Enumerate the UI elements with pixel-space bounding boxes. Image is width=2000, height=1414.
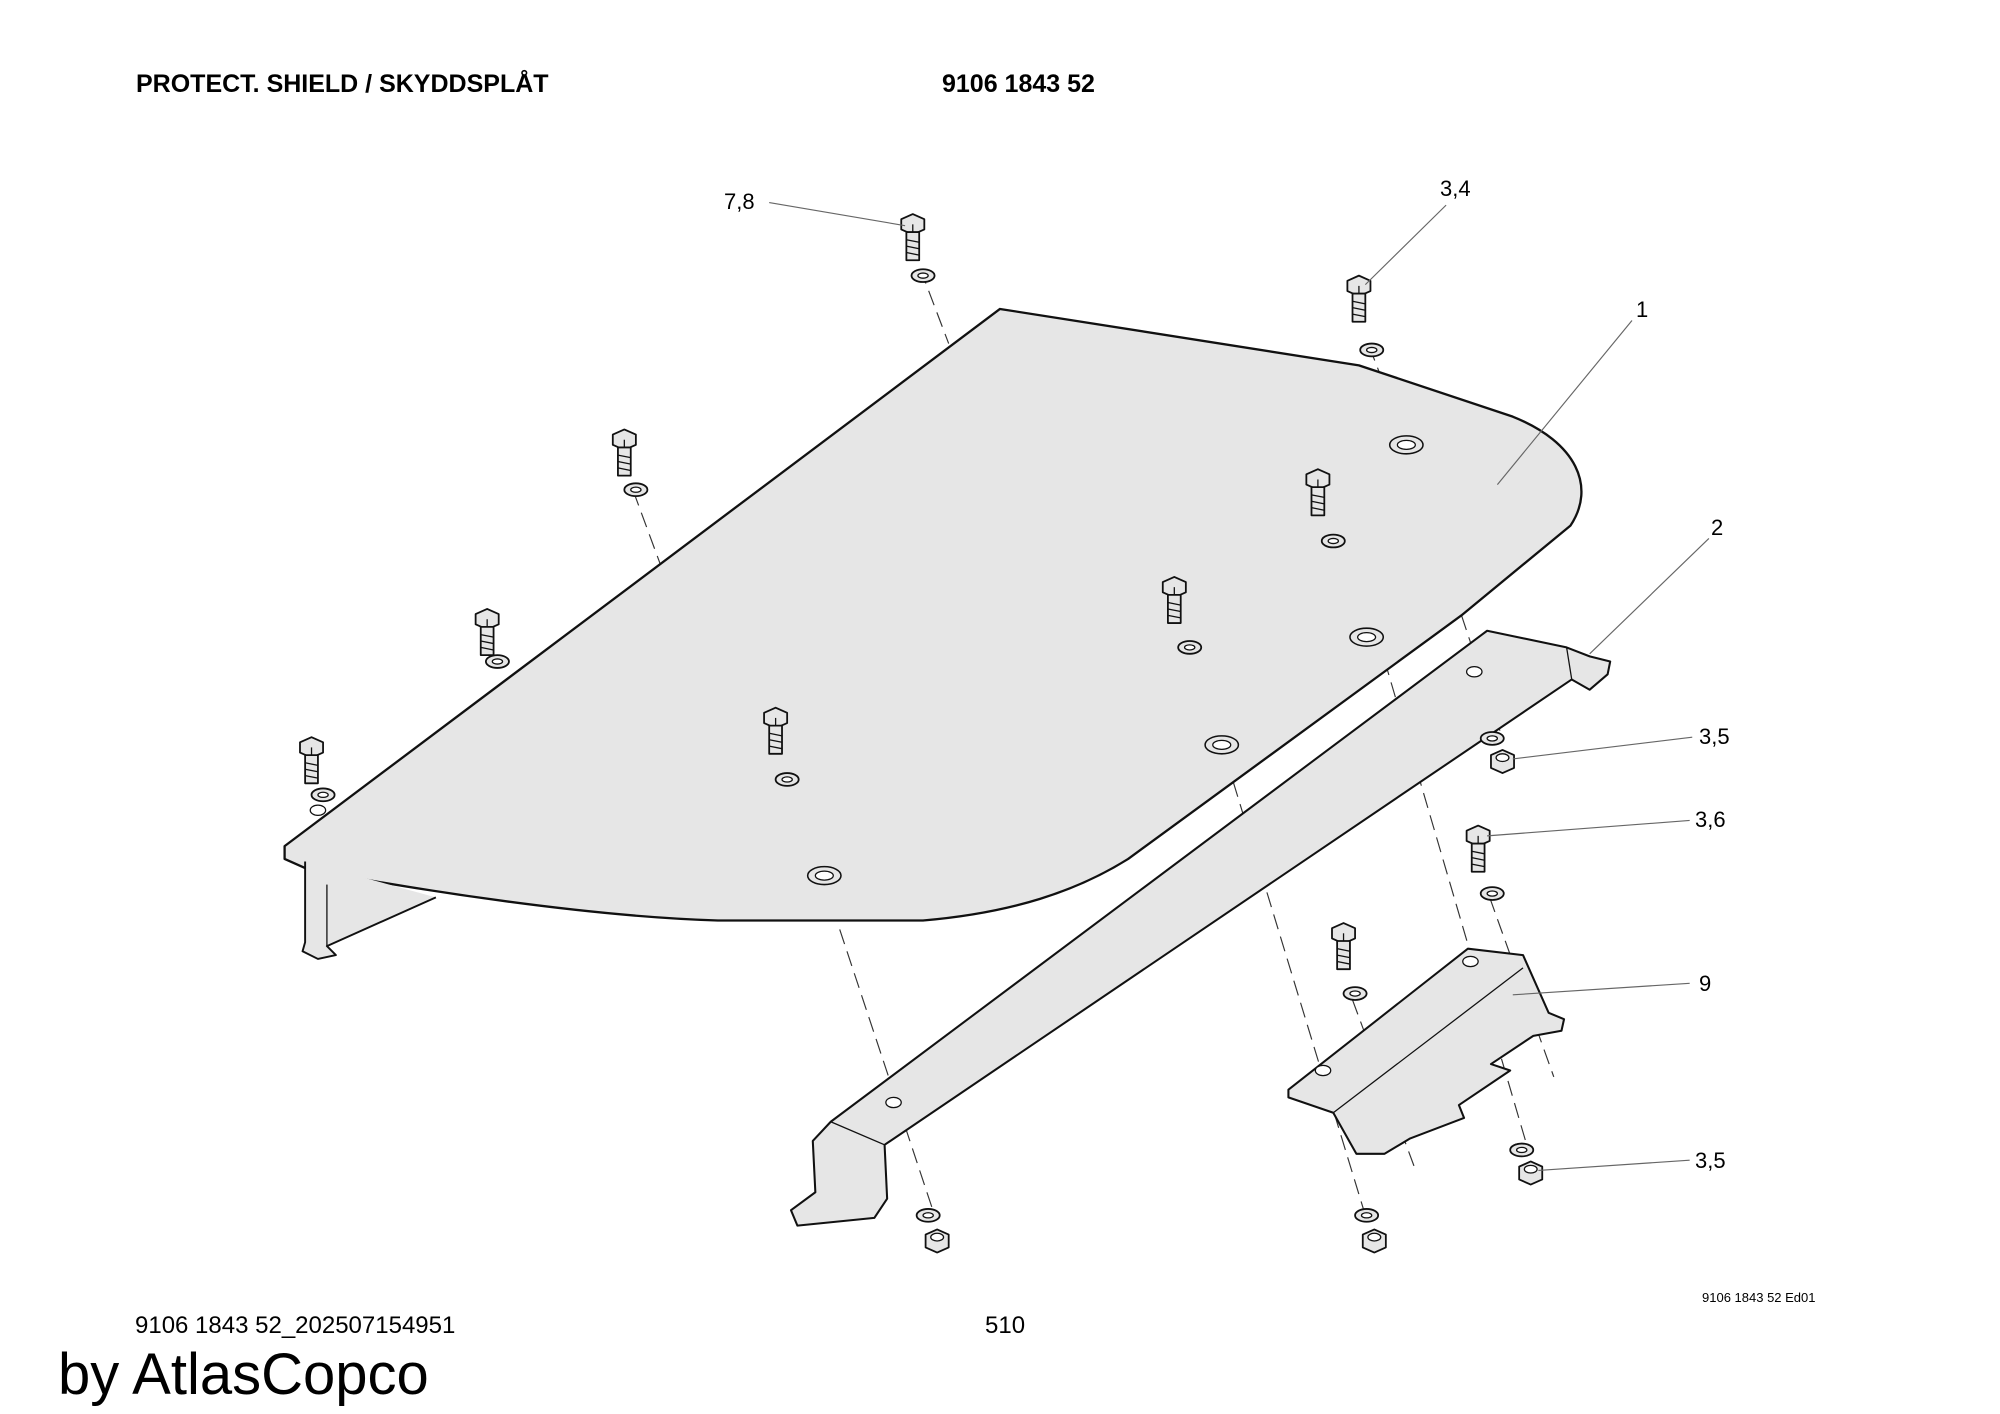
callout-7-8: 7,8: [724, 189, 755, 214]
mounting-plate: [1287, 947, 1566, 1155]
part-number: 9106 1843 52: [942, 70, 1095, 98]
callout-1: 1: [1636, 297, 1649, 322]
callout-3-5-lower: 3,5: [1695, 1148, 1726, 1173]
watermark: by AtlasCopco: [58, 1342, 429, 1407]
page-number: 510: [985, 1312, 1026, 1339]
callout-9: 9: [1699, 971, 1712, 996]
callout-3-5-upper: 3,5: [1699, 724, 1730, 749]
holes: [309, 435, 1483, 1109]
leader-lines: [769, 201, 1710, 1172]
callout-2: 2: [1711, 515, 1724, 540]
support-bar: [789, 629, 1612, 1227]
document-id: 9106 1843 52_202507154951: [135, 1312, 456, 1339]
callout-3-4: 3,4: [1440, 176, 1471, 201]
edition-label: 9106 1843 52 Ed01: [1702, 1290, 1816, 1305]
protective-shield: [283, 307, 1583, 960]
callout-3-6: 3,6: [1695, 807, 1726, 832]
drawing-title: PROTECT. SHIELD / SKYDDSPLÅT: [136, 70, 549, 98]
